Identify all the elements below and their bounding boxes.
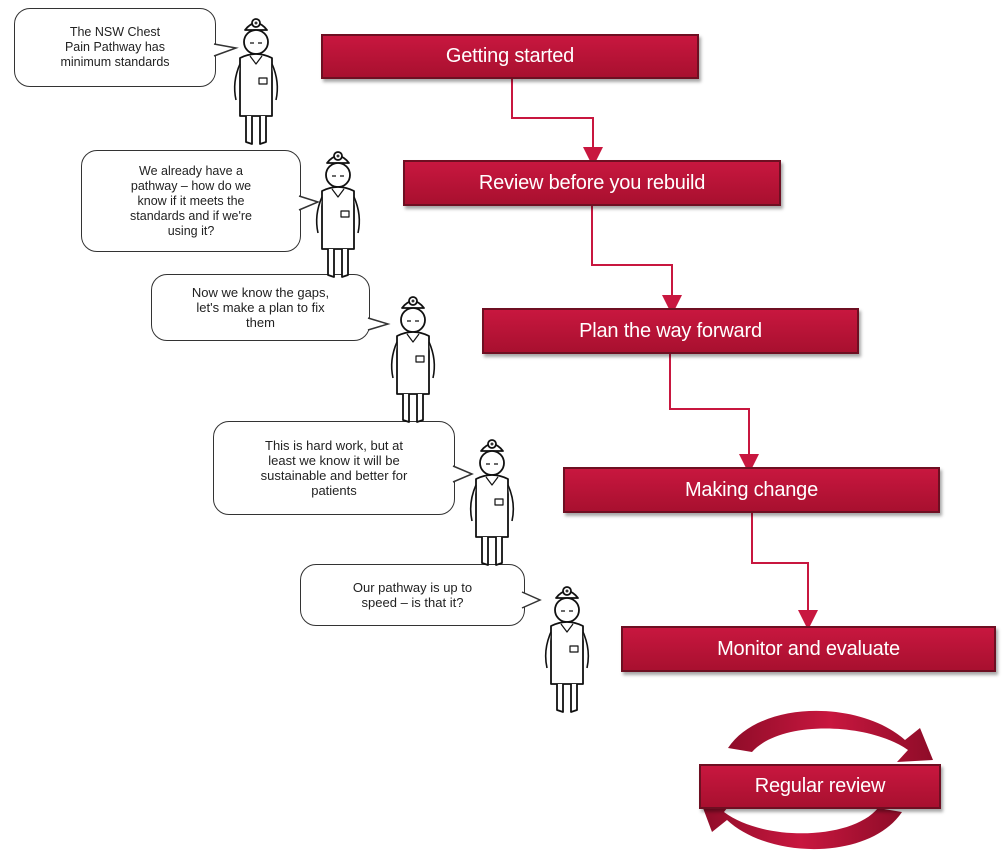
step-regular-review: Regular review (699, 764, 941, 809)
nurse-figure-icon (233, 18, 279, 145)
step-plan-way-forward: Plan the way forward (482, 308, 859, 354)
nurse-figure-icon (469, 439, 515, 566)
connector-3 (669, 353, 759, 474)
connector-2 (591, 206, 682, 315)
speech-bubble-3: Now we know the gaps, let's make a plan … (151, 274, 370, 341)
speech-text-1: The NSW Chest Pain Pathway has minimum s… (60, 25, 170, 69)
step-review-before-rebuild: Review before you rebuild (403, 160, 781, 206)
speech-bubble-4: This is hard work, but at least we know … (213, 421, 455, 515)
speech-bubble-1: The NSW Chest Pain Pathway has minimum s… (14, 8, 216, 87)
step-getting-started: Getting started (321, 34, 699, 79)
speech-bubble-2: We already have a pathway – how do we kn… (81, 150, 301, 252)
speech-text-2: We already have a pathway – how do we kn… (130, 163, 252, 238)
connector-1 (511, 78, 603, 167)
speech-text-5: Our pathway is up to speed – is that it? (352, 580, 473, 610)
speech-bubble-5: Our pathway is up to speed – is that it? (300, 564, 525, 626)
step-making-change: Making change (563, 467, 940, 513)
connector-4 (751, 513, 818, 630)
nurse-figure-icon (544, 586, 590, 713)
speech-text-3: Now we know the gaps, let's make a plan … (191, 285, 330, 330)
nurse-figure-icon (390, 296, 436, 423)
step-monitor-evaluate: Monitor and evaluate (621, 626, 996, 672)
speech-text-4: This is hard work, but at least we know … (260, 438, 408, 498)
cycle-arrow-icon (700, 710, 933, 850)
nurse-figure-icon (315, 151, 361, 278)
